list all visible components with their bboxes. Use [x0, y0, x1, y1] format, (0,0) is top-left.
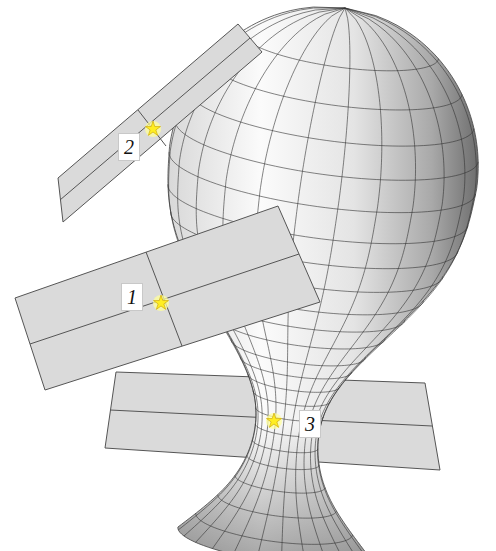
tangent-point [153, 295, 168, 309]
grid-line [188, 89, 474, 146]
grid-line [253, 391, 330, 406]
tangent-plane [15, 206, 320, 390]
grid-line [315, 8, 465, 551]
grid-line [310, 8, 444, 551]
grid-line [169, 152, 475, 213]
plane-line [60, 38, 250, 200]
grid-line [196, 513, 353, 544]
tangent-points [145, 121, 282, 429]
grid-line [318, 8, 477, 551]
point-glow [145, 121, 161, 137]
plane-line [138, 110, 166, 146]
grid-line [240, 357, 351, 379]
plane-line [30, 254, 299, 344]
grid-line [209, 60, 462, 110]
grid-line [252, 440, 318, 453]
callout-number: 2 [118, 133, 140, 161]
callout-number: 3 [299, 410, 321, 438]
plane-line [146, 252, 182, 346]
grid-line [175, 120, 478, 180]
tangent-plane [15, 206, 320, 390]
grid-line [235, 475, 325, 493]
point-glow [153, 295, 169, 311]
grid-line [247, 455, 319, 469]
grid-line [241, 32, 438, 71]
tangent-point [145, 121, 160, 135]
callout-number: 1 [121, 283, 143, 311]
tangent-plane [58, 24, 262, 222]
point-glow [266, 413, 282, 429]
tangent-plane [58, 24, 262, 222]
tangent-point [266, 413, 281, 427]
grid-line [304, 8, 416, 551]
